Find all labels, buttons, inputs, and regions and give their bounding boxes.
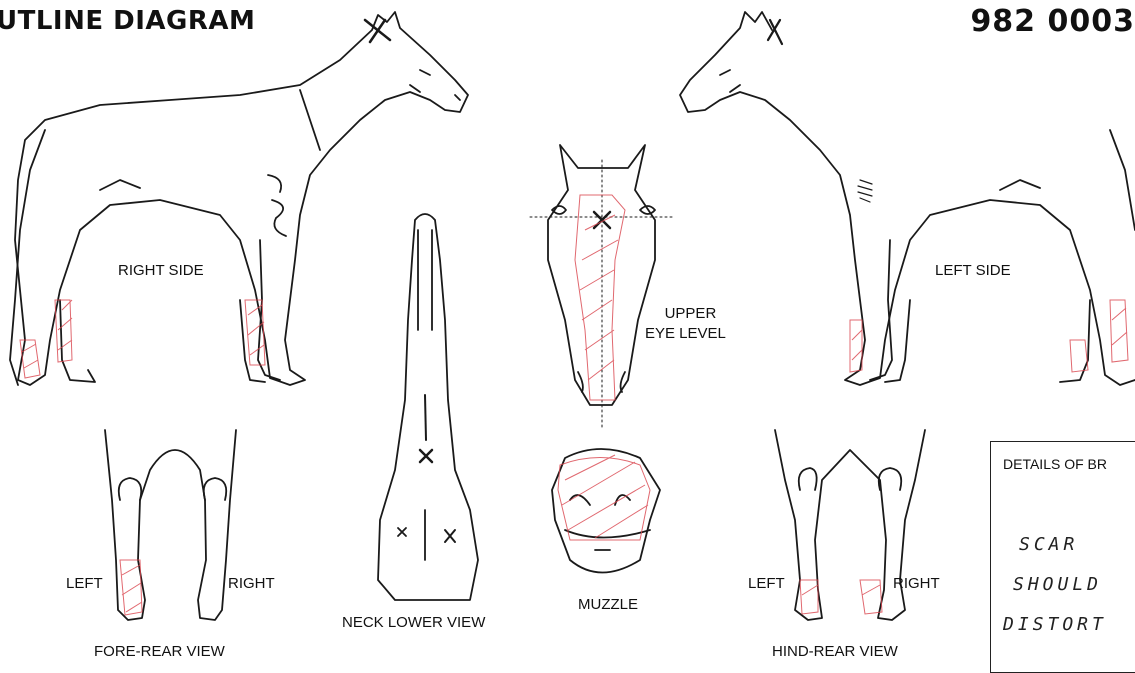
details-heading: DETAILS OF BR [1003, 456, 1107, 472]
fore-left-label: LEFT [66, 575, 103, 592]
upper-eye-level-line2: EYE LEVEL [645, 324, 726, 344]
red-markings [20, 195, 1128, 615]
left-side-horse [680, 12, 1135, 385]
upper-eye-level-line1: UPPER [655, 304, 726, 324]
neck-lower-view-label: NECK LOWER VIEW [342, 614, 485, 631]
hind-left-label: LEFT [748, 575, 785, 592]
neck-lower-view [378, 214, 478, 600]
details-of-brands-box: DETAILS OF BR SCAR SHOULD DISTORT [990, 441, 1135, 673]
details-note-3: DISTORT [1003, 614, 1107, 635]
hind-rear-view-label: HIND-REAR VIEW [772, 643, 898, 660]
head-front-view [530, 145, 675, 430]
right-side-label: RIGHT SIDE [118, 262, 204, 279]
details-note-2: SHOULD [1013, 574, 1102, 595]
fore-rear-view-label: FORE-REAR VIEW [94, 643, 225, 660]
details-note-1: SCAR [1019, 534, 1078, 555]
fore-right-label: RIGHT [228, 575, 275, 592]
right-side-horse [10, 12, 468, 385]
muzzle-view [552, 449, 660, 573]
upper-eye-level-label: UPPER EYE LEVEL [655, 304, 726, 344]
hind-right-label: RIGHT [893, 575, 940, 592]
muzzle-label: MUZZLE [578, 596, 638, 613]
left-side-label: LEFT SIDE [935, 262, 1011, 279]
fore-rear-view [105, 430, 236, 620]
